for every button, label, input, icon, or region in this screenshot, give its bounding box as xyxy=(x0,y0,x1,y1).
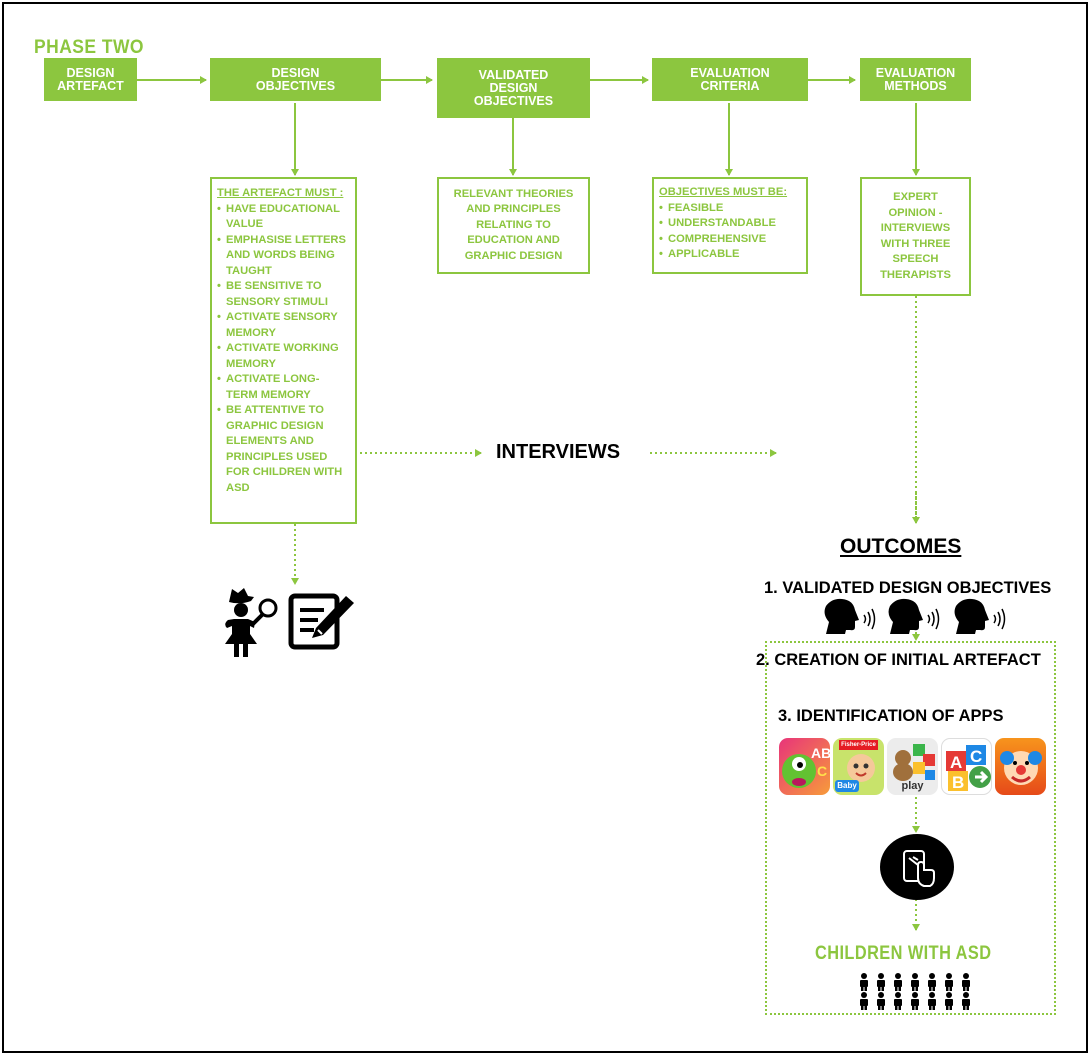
svg-text:AB: AB xyxy=(811,745,830,761)
list-item: BE SENSITIVE TO SENSORY STIMULI xyxy=(217,279,351,310)
speaking-head-icon xyxy=(954,598,1006,634)
outcomes-title: OUTCOMES xyxy=(840,535,962,558)
theories-text: RELEVANT THEORIES AND PRINCIPLES RELATIN… xyxy=(453,187,574,262)
artefact-requirements-list: HAVE EDUCATIONAL VALUE EMPHASISE LETTERS… xyxy=(217,202,351,497)
notepad-pen-icon xyxy=(288,593,354,650)
svg-text:A: A xyxy=(950,753,962,772)
list-item: UNDERSTANDABLE xyxy=(659,216,802,232)
artefact-requirements-box: THE ARTEFACT MUST : HAVE EDUCATIONAL VAL… xyxy=(210,177,357,524)
list-item: APPLICABLE xyxy=(659,247,802,263)
outcome-validated-objectives: 1. VALIDATED DESIGN OBJECTIVES xyxy=(764,579,1052,597)
criteria-heading: OBJECTIVES MUST BE: xyxy=(659,186,788,198)
box-design-artefact: DESIGN ARTEFACT xyxy=(44,58,137,101)
app-sub-label: Baby xyxy=(837,781,857,790)
methods-box: EXPERT OPINION - INTERVIEWS WITH THREE S… xyxy=(860,177,971,296)
svg-text:C: C xyxy=(817,763,827,779)
puzzle-play-app-icon: play xyxy=(887,738,938,795)
fisher-price-baby-app-icon: Fisher-Price Baby xyxy=(833,738,884,795)
children-group-icon xyxy=(860,973,970,1010)
abc-monster-app-icon: AB C xyxy=(779,738,830,795)
clown-app-icon xyxy=(995,738,1046,795)
abc-blocks-app-icon: A C B xyxy=(941,738,992,795)
list-item: HAVE EDUCATIONAL VALUE xyxy=(217,202,351,233)
list-item: COMPREHENSIVE xyxy=(659,232,802,248)
interviews-label: INTERVIEWS xyxy=(496,441,621,463)
list-item: EMPHASISE LETTERS AND WORDS BEING TAUGHT xyxy=(217,233,351,280)
touch-screen-icon xyxy=(880,834,954,900)
detective-icon xyxy=(225,588,278,657)
apps-container xyxy=(765,641,1056,1015)
list-item: BE ATTENTIVE TO GRAPHIC DESIGN ELEMENTS … xyxy=(217,403,351,496)
list-item: ACTIVATE LONG-TERM MEMORY xyxy=(217,372,351,403)
speaking-head-icon xyxy=(888,598,940,634)
svg-text:C: C xyxy=(970,747,982,766)
methods-text: EXPERT OPINION - INTERVIEWS WITH THREE S… xyxy=(880,191,951,281)
speaking-head-icon xyxy=(824,598,876,634)
box-evaluation-criteria: EVALUATION CRITERIA xyxy=(652,58,808,101)
artefact-requirements-heading: THE ARTEFACT MUST : xyxy=(217,187,344,199)
box-validated-design-objectives: VALIDATED DESIGN OBJECTIVES xyxy=(437,58,590,118)
criteria-list: FEASIBLE UNDERSTANDABLE COMPREHENSIVE AP… xyxy=(659,201,802,263)
criteria-box: OBJECTIVES MUST BE: FEASIBLE UNDERSTANDA… xyxy=(652,177,808,274)
list-item: FEASIBLE xyxy=(659,201,802,217)
box-design-objectives: DESIGN OBJECTIVES xyxy=(210,58,381,101)
list-item: ACTIVATE SENSORY MEMORY xyxy=(217,310,351,341)
svg-text:B: B xyxy=(952,773,964,792)
app-label: play xyxy=(901,780,924,792)
theories-box: RELEVANT THEORIES AND PRINCIPLES RELATIN… xyxy=(437,177,590,274)
children-with-asd-label: CHILDREN WITH ASD xyxy=(815,943,992,964)
outcome-initial-artefact: 2. CREATION OF INITIAL ARTEFACT xyxy=(756,651,1041,669)
app-label: Fisher-Price xyxy=(841,742,876,748)
list-item: ACTIVATE WORKING MEMORY xyxy=(217,341,351,372)
outcome-identification-apps: 3. IDENTIFICATION OF APPS xyxy=(778,707,1004,725)
phase-title: PHASE TWO xyxy=(34,37,144,58)
box-evaluation-methods: EVALUATION METHODS xyxy=(860,58,971,101)
